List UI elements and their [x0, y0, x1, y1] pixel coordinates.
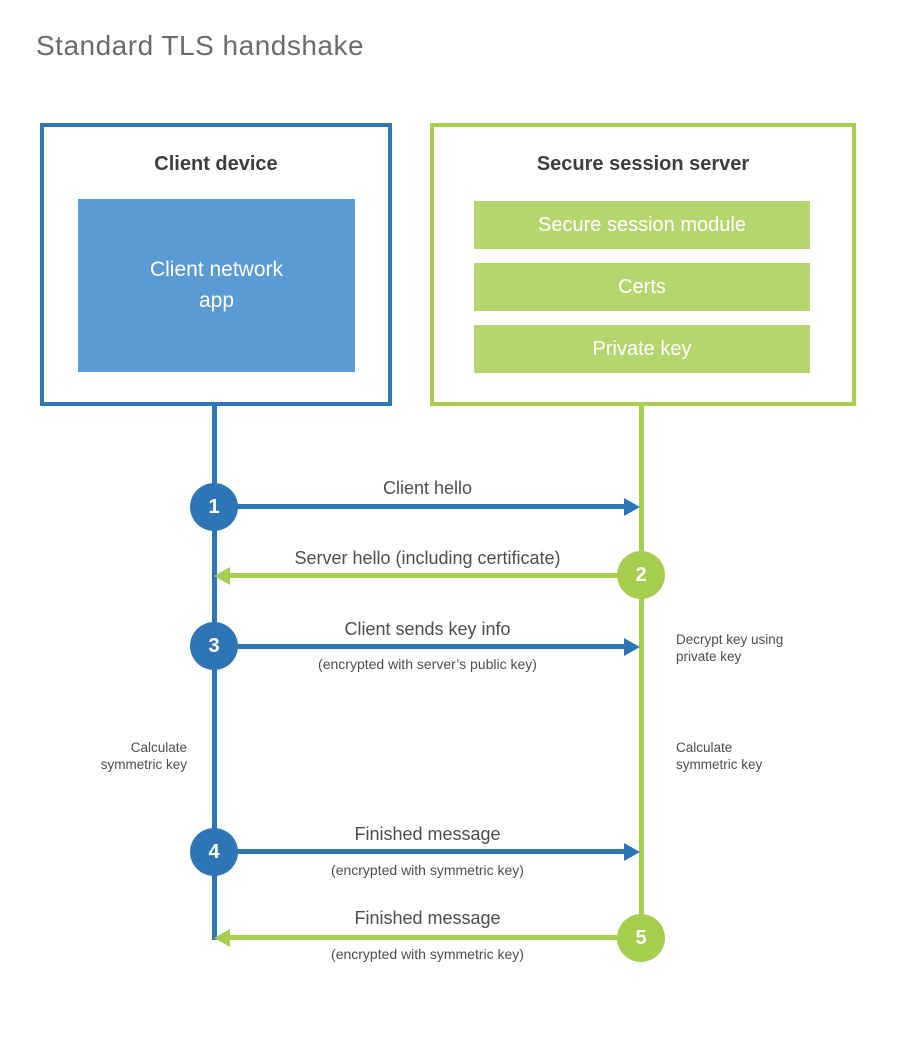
client-network-app-block: Client network app — [78, 199, 355, 372]
arrowhead-left-icon — [214, 929, 230, 947]
server-module-private-key: Private key — [474, 325, 810, 373]
arrowhead-right-icon — [624, 498, 640, 516]
step-badge-5: 5 — [617, 914, 665, 962]
arrow-client-hello — [214, 504, 626, 509]
step-badge-4: 4 — [190, 828, 238, 876]
annotation-calc-symmetric-right: Calculate symmetric key — [676, 740, 763, 773]
annotation-decrypt-key: Decrypt key using private key — [676, 632, 784, 665]
arrowhead-right-icon — [624, 638, 640, 656]
message-label-client-key-info: Client sends key info — [344, 619, 511, 639]
server-module-certs: Certs — [474, 263, 810, 311]
arrowhead-right-icon — [624, 843, 640, 861]
message-label-finished-client: Finished message — [354, 824, 501, 844]
arrow-server-hello — [229, 573, 641, 578]
message-label-finished-server: Finished message — [354, 908, 501, 928]
annotation-calc-symmetric-left: Calculate symmetric key — [100, 740, 187, 773]
step-badge-3: 3 — [190, 622, 238, 670]
message-label-client-hello: Client hello — [382, 478, 473, 498]
client-lifeline — [212, 405, 217, 940]
client-device-title: Client device — [154, 153, 278, 175]
message-label-server-hello: Server hello (including certificate) — [294, 548, 561, 568]
diagram-title: Standard TLS handshake — [36, 30, 365, 61]
message-sublabel-finished-client: (encrypted with symmetric key) — [331, 862, 524, 878]
arrow-client-key-info — [214, 644, 626, 649]
server-module-secure-session: Secure session module — [474, 201, 810, 249]
message-sublabel-client-key-info: (encrypted with server’s public key) — [318, 656, 537, 672]
step-badge-1: 1 — [190, 483, 238, 531]
arrowhead-left-icon — [214, 567, 230, 585]
arrow-finished-client — [214, 849, 626, 854]
secure-session-server-title: Secure session server — [536, 153, 750, 175]
message-sublabel-finished-server: (encrypted with symmetric key) — [331, 946, 524, 962]
step-badge-2: 2 — [617, 551, 665, 599]
arrow-finished-server — [229, 935, 641, 940]
server-lifeline — [639, 405, 644, 940]
